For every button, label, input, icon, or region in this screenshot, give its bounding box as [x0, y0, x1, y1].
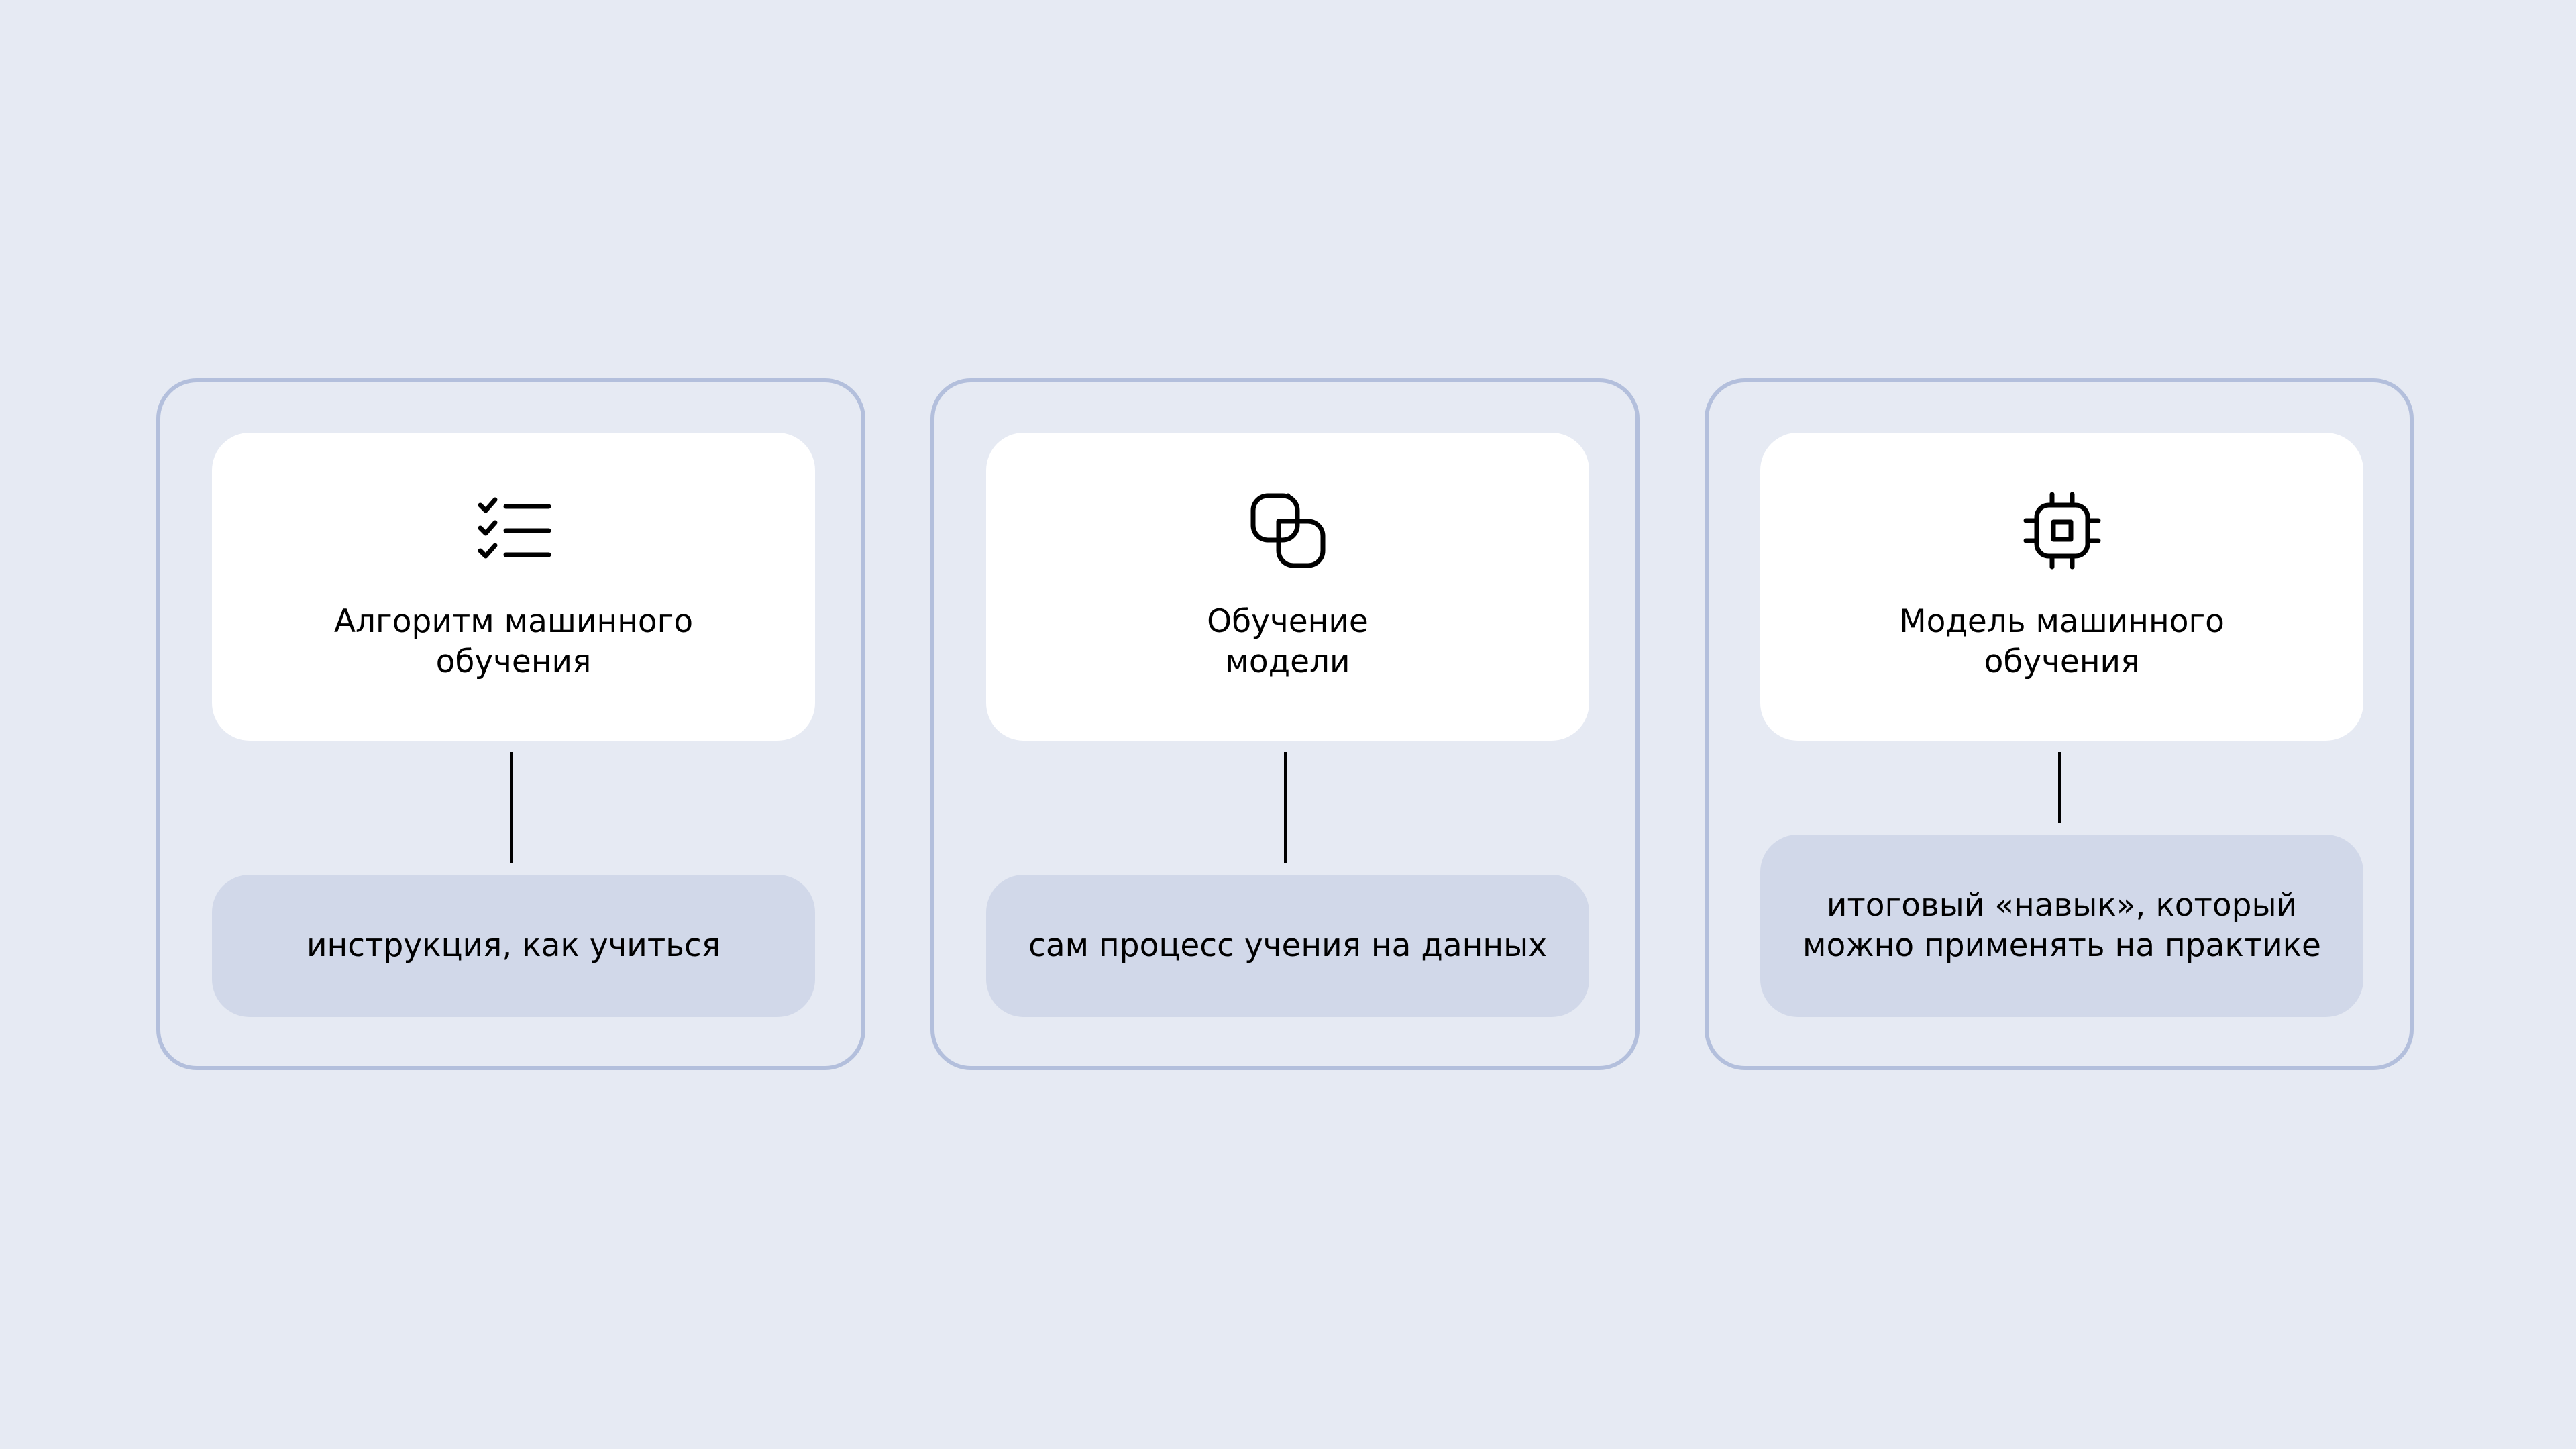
- connector-line: [509, 752, 513, 863]
- concept-description: инструкция, как учиться: [306, 927, 721, 964]
- card-training: Обучение модели сам процесс учения на да…: [930, 378, 1640, 1070]
- concept-box: Алгоритм машинного обучения: [212, 433, 815, 741]
- chip-icon: [2023, 492, 2101, 570]
- concept-box: Обучение модели: [986, 433, 1589, 741]
- concept-title: Модель машинного обучения: [1899, 603, 2224, 680]
- description-box: инструкция, как учиться: [212, 875, 815, 1017]
- card-algorithm: Алгоритм машинного обучения инструкция, …: [156, 378, 865, 1070]
- card-model: Модель машинного обучения итоговый «навы…: [1705, 378, 2414, 1070]
- overlapping-shapes-icon: [1249, 492, 1327, 570]
- connector-line: [1283, 752, 1287, 863]
- description-box: итоговый «навык», который можно применят…: [1760, 835, 2363, 1017]
- concept-description: сам процесс учения на данных: [1028, 927, 1548, 964]
- concept-description: итоговый «навык», который можно применят…: [1803, 887, 2321, 964]
- description-box: сам процесс учения на данных: [986, 875, 1589, 1017]
- connector-line: [2057, 752, 2061, 823]
- checklist-icon: [475, 492, 553, 570]
- concept-title: Алгоритм машинного обучения: [333, 603, 694, 680]
- concept-box: Модель машинного обучения: [1760, 433, 2363, 741]
- concept-title: Обучение модели: [1207, 603, 1368, 680]
